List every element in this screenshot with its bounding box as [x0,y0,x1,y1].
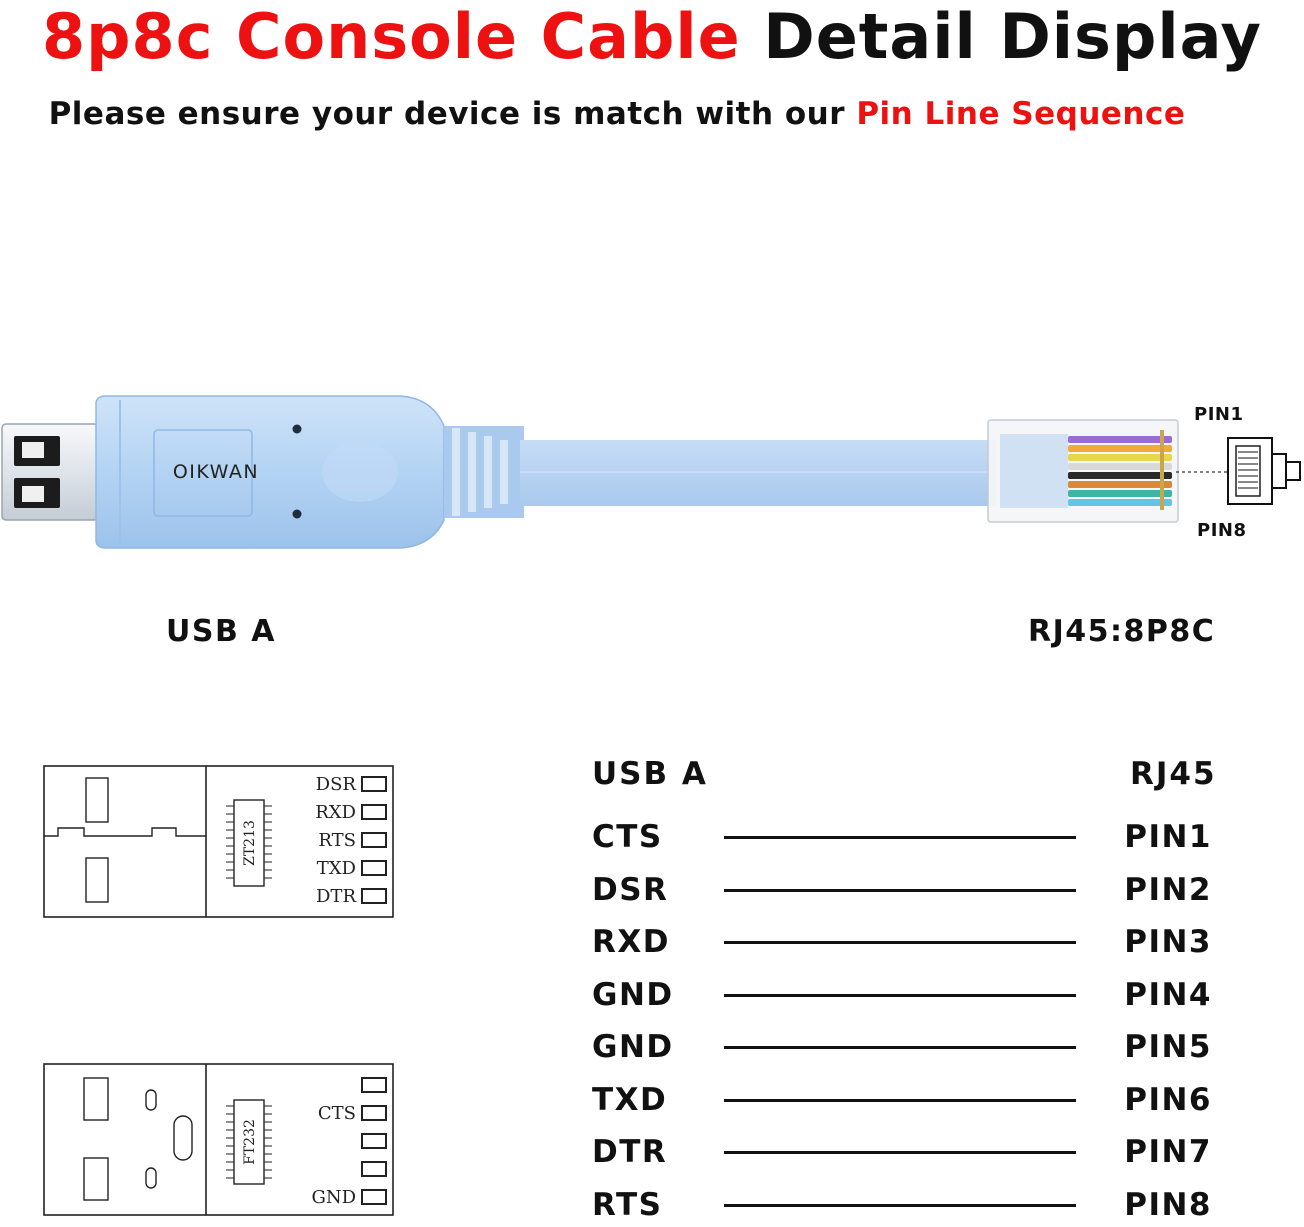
rj45-wire [1068,472,1172,479]
oval-slot-icon [173,1115,193,1161]
mapping-row: RTS PIN8 [592,1183,1212,1227]
pin-label: RTS [318,830,356,851]
rj45-pin: PIN5 [1124,1029,1212,1065]
usb-signal: TXD [592,1081,668,1118]
rj45-pin: PIN3 [1124,924,1212,960]
pin-label: TXD [317,858,356,879]
page-title: 8p8c Console Cable Detail Display [0,0,1304,78]
connection-line [724,1098,1076,1102]
usb-contact-icon [85,777,109,823]
page-subtitle: Please ensure your device is match with … [0,96,1234,132]
usb-signal: DSR [592,871,669,908]
connection-line [724,888,1076,892]
rj45-wire [1068,490,1172,497]
usb-contact-icon [83,1077,109,1121]
brand-logo: OIKWAN [173,461,259,483]
chip-label: ZT213 [242,820,258,866]
usb-contact-hole-icon [22,442,44,458]
chip-icon: FT232 [226,1099,272,1185]
pin-pad-icon [361,1161,387,1177]
pin-label: DTR [316,886,356,907]
rj45-pin: PIN7 [1124,1134,1212,1170]
pin-pad-icon [361,776,387,792]
title-black-part: Detail Display [763,0,1262,73]
mapping-header-rj45: RJ45 [1130,756,1217,792]
usb-contact-hole-icon [22,486,44,502]
usb-signal: RTS [592,1186,663,1223]
mapping-header-usb-a: USB A [592,756,708,792]
rj45-wire [1068,463,1172,470]
usb-signal: GND [592,976,674,1013]
mapping-row: GND PIN5 [592,1025,1212,1069]
pin-label: CTS [318,1103,356,1124]
pin-pad-icon [361,804,387,820]
mapping-row: RXD PIN3 [592,920,1212,964]
rj45-pin: PIN8 [1124,1186,1212,1223]
pin-pad-icon [361,860,387,876]
pin-pad-icon [361,1133,387,1149]
rj45-pin: PIN1 [1124,819,1212,855]
usb-connector-body: OIKWAN [95,395,445,549]
rj45-wire [1068,454,1172,461]
oval-hole-icon [145,1167,157,1189]
pin-pad-icon [361,888,387,904]
rj45-wire [1068,499,1172,506]
usb-signal: GND [592,1029,674,1065]
mapping-row: CTS PIN1 [592,815,1212,859]
oval-hole-icon [145,1089,157,1111]
usb-signal: CTS [592,819,663,855]
connection-line [724,941,1076,944]
led-dot-icon [292,424,302,434]
connection-line [724,836,1076,839]
pin-pad-icon [361,832,387,848]
pin1-tag: PIN1 [1194,404,1243,425]
title-red-part: 8p8c Console Cable [42,0,741,73]
led-dot-icon [292,509,302,519]
mapping-row: TXD PIN6 [592,1078,1212,1122]
rj45-wire [1068,481,1172,488]
rj45-wire [1068,436,1172,443]
connection-line [724,1046,1076,1049]
subtitle-text: Please ensure your device is match with … [48,96,846,132]
chip-icon: ZT213 [226,799,272,887]
rj45-plug [987,419,1179,523]
rj45-jack-icon [1227,437,1301,505]
pin-label: DSR [316,774,357,795]
cable-illustration: OIKWAN PIN1 PIN8 [1,395,1301,549]
pin-pad-icon [361,1077,387,1093]
usb-signal: DTR [592,1134,668,1170]
usb-schematic-ft232: FT232 CTS GND [43,1063,394,1216]
rj45-label: RJ45:8P8C [1028,614,1216,649]
pin-label: GND [311,1187,356,1208]
rj45-pin: PIN4 [1124,976,1212,1013]
usb-a-label: USB A [166,614,276,649]
usb-contact-icon [83,1157,109,1201]
brand-label-frame [153,429,253,517]
connection-line [724,993,1076,997]
connection-line [724,1151,1076,1154]
usb-schematic-zt213: ZT213 DSR RXD RTS TXD DTR [43,765,394,918]
rj45-pin: PIN2 [1124,871,1212,908]
pin-pad-icon [361,1105,387,1121]
subtitle-highlight: Pin Line Sequence [856,96,1186,132]
chip-label: FT232 [242,1119,258,1165]
usb-signal: RXD [592,924,671,960]
mapping-row: GND PIN4 [592,973,1212,1017]
rj45-pin: PIN6 [1124,1081,1212,1118]
usb-contact-icon [85,857,109,903]
rj45-wire [1068,445,1172,452]
mapping-row: DTR PIN7 [592,1130,1212,1174]
usb-a-plug [1,423,99,521]
pin8-tag: PIN8 [1197,520,1246,541]
pin-pad-icon [361,1189,387,1205]
strain-relief [444,426,524,518]
pin-label: RXD [315,802,356,823]
connection-line [724,1203,1076,1207]
mapping-row: DSR PIN2 [592,868,1212,912]
